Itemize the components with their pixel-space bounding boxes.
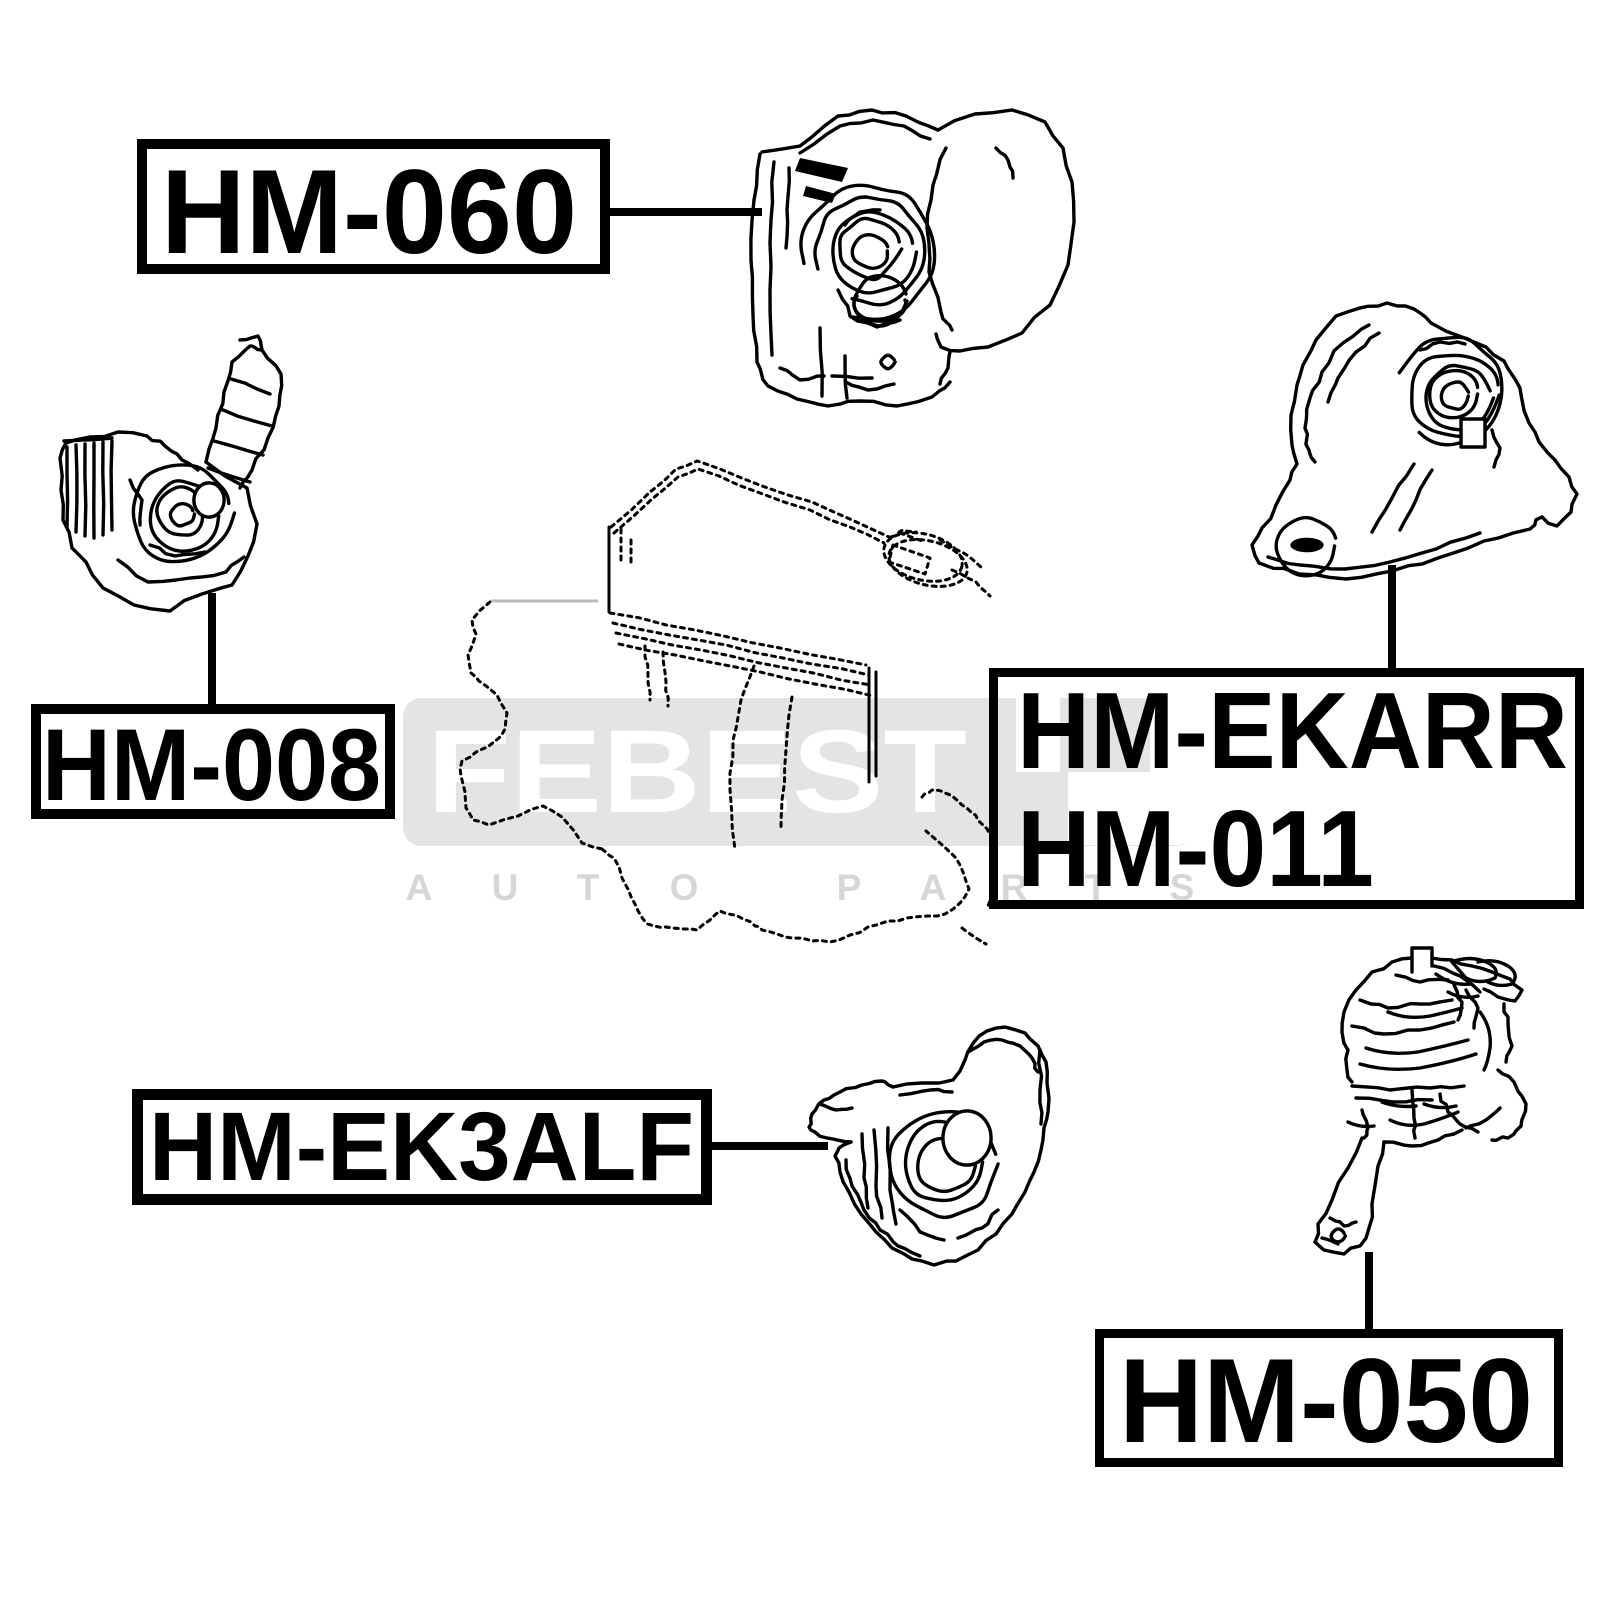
svg-text:O: O [670,867,699,908]
svg-text:HM-EK3ALF: HM-EK3ALF [149,1092,694,1201]
svg-text:P: P [837,867,862,908]
svg-text:HM-050: HM-050 [1119,1334,1533,1468]
svg-text:T: T [1085,867,1108,908]
svg-text:T: T [577,867,600,908]
svg-text:HM-008: HM-008 [42,708,381,822]
svg-text:HM-060: HM-060 [161,145,577,279]
svg-text:HM-EKARR: HM-EKARR [1017,670,1568,792]
svg-text:A: A [406,867,433,908]
svg-text:A: A [920,867,947,908]
svg-text:HM-011: HM-011 [1017,788,1374,910]
svg-text:U: U [492,867,519,908]
